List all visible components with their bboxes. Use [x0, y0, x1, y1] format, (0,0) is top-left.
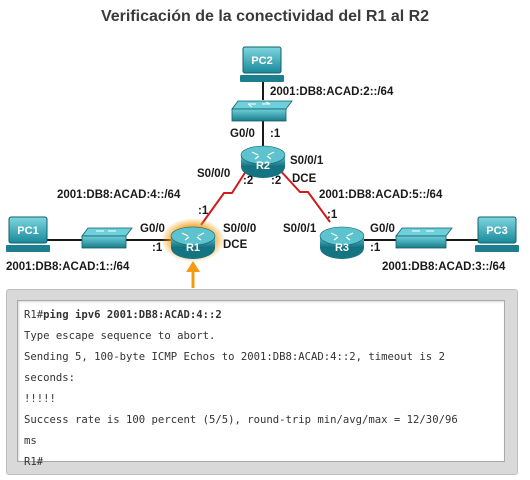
- r2-g00-host-label: :1: [270, 128, 281, 140]
- r2-s001-host-label: :2: [271, 175, 281, 187]
- pc3-label: PC3: [486, 225, 507, 237]
- r3-serial-host-label: :1: [327, 209, 338, 221]
- r3-label: R3: [335, 242, 349, 254]
- r2-g00-label: G0/0: [230, 128, 255, 140]
- pc1-icon[interactable]: PC1: [6, 216, 50, 252]
- r3-g00-host-label: :1: [370, 242, 381, 254]
- r1-dce-label: DCE: [223, 239, 248, 251]
- r3-g00-label: G0/0: [370, 223, 395, 235]
- arrow-up-icon: [186, 261, 200, 288]
- net-pc1-label: 2001:DB8:ACAD:1::/64: [6, 261, 130, 273]
- r1-label: R1: [186, 242, 200, 254]
- net-r2-r3-label: 2001:DB8:ACAD:5::/64: [319, 189, 443, 201]
- r1-g00-host-label: :1: [152, 242, 163, 254]
- r2-label: R2: [256, 160, 270, 172]
- console-command-line: R1#ping ipv6 2001:DB8:ACAD:4::2: [24, 305, 504, 326]
- net-pc3-label: 2001:DB8:ACAD:3::/64: [382, 261, 506, 273]
- r1-serial-host-label: :1: [198, 205, 209, 217]
- r2-s000-label: S0/0/0: [197, 168, 230, 180]
- console-command: ping ipv6 2001:DB8:ACAD:4::2: [43, 309, 222, 321]
- network-topology: PC2 R2 PC1 R1: [6, 46, 519, 288]
- console-line: Sending 5, 100-byte ICMP Echos to 2001:D…: [24, 351, 445, 363]
- console-line: !!!!!: [24, 393, 56, 405]
- r2-dce-label: DCE: [292, 173, 317, 185]
- switch-1-icon[interactable]: [81, 227, 133, 249]
- console-line: ms: [24, 435, 37, 447]
- net-pc2-label: 2001:DB8:ACAD:2::/64: [270, 86, 394, 98]
- serial-link-r2-r3: [277, 167, 331, 223]
- console-output[interactable]: R1#ping ipv6 2001:DB8:ACAD:4::2 Type esc…: [17, 300, 505, 468]
- serial-link-r1-r2: [200, 167, 249, 226]
- console-line: Success rate is 100 percent (5/5), round…: [24, 414, 458, 426]
- console-prompt: R1#: [24, 309, 44, 321]
- diagram-title: Verificación de la conectividad del R1 a…: [100, 8, 430, 25]
- router-r3-icon[interactable]: R3: [319, 226, 365, 259]
- switch-2-icon[interactable]: [231, 100, 293, 122]
- r1-s000-label: S0/0/0: [223, 223, 256, 235]
- console-line: Type escape sequence to abort.: [24, 330, 216, 342]
- r2-s001-label: S0/0/1: [290, 155, 324, 167]
- pc2-label: PC2: [251, 55, 272, 67]
- pc3-icon[interactable]: PC3: [475, 216, 519, 252]
- console-line: seconds:: [24, 372, 76, 384]
- router-r2-icon[interactable]: R2: [240, 145, 286, 178]
- r1-g00-label: G0/0: [140, 223, 165, 235]
- pc2-icon[interactable]: PC2: [240, 46, 284, 82]
- console-line: R1#: [24, 456, 44, 468]
- r2-s000-host-label: :2: [243, 175, 253, 187]
- router-r1-icon[interactable]: R1: [161, 218, 225, 262]
- r3-s001-label: S0/0/1: [283, 223, 317, 235]
- net-r1-r2-label: 2001:DB8:ACAD:4::/64: [57, 189, 181, 201]
- console-panel: R1#ping ipv6 2001:DB8:ACAD:4::2 Type esc…: [6, 289, 518, 475]
- pc1-label: PC1: [17, 225, 38, 237]
- switch-3-icon[interactable]: [395, 227, 453, 249]
